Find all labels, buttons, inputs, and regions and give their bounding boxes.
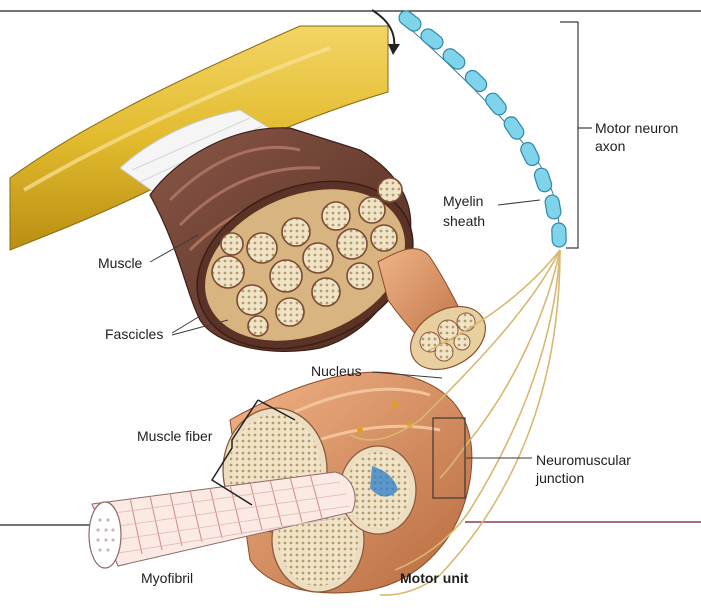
motor-neuron-axon-label-line2: axon <box>595 138 625 154</box>
myelin-sheath-label: Myelin <box>443 193 483 209</box>
myelin-sheath-shape <box>396 8 566 247</box>
motor-neuron-bracket <box>560 22 592 248</box>
nucleus-label: Nucleus <box>311 363 362 379</box>
motor-neuron-axon-label: Motor neuron <box>595 120 678 136</box>
myofibril-label: Myofibril <box>141 570 193 586</box>
neuromuscular-junction-label-line2: junction <box>535 470 584 486</box>
fascicles-label: Fascicles <box>105 326 163 342</box>
motor-unit-label: Motor unit <box>400 570 469 586</box>
muscle-fiber-label: Muscle fiber <box>137 428 213 444</box>
fascicle-bundle <box>378 249 497 383</box>
myelin-sheath-label-line2: sheath <box>443 213 485 229</box>
neuromuscular-junction-label: Neuromuscular <box>536 452 631 468</box>
muscle-label: Muscle <box>98 255 143 271</box>
myelin-sheath-leader <box>498 200 540 205</box>
